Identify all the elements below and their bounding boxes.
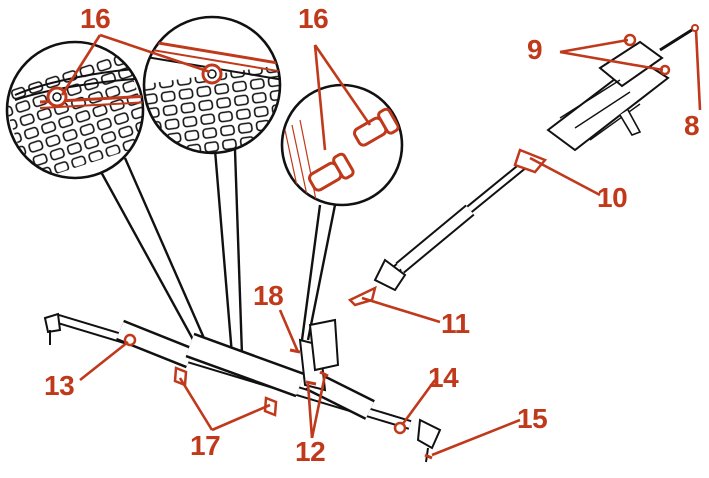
callout-16-left: 16 bbox=[80, 3, 111, 34]
callout-10: 10 bbox=[597, 182, 628, 213]
callout-15: 15 bbox=[517, 403, 548, 434]
zoom-circle-fittings bbox=[280, 83, 404, 207]
zoom-circle-boot-left bbox=[5, 40, 145, 180]
callout-11: 11 bbox=[441, 308, 470, 339]
zoom-leader-lines bbox=[98, 149, 337, 356]
zoom-circle-boot-right bbox=[142, 15, 282, 155]
callout-8: 8 bbox=[684, 110, 700, 141]
callout-12: 12 bbox=[295, 436, 326, 467]
callout-18: 18 bbox=[253, 280, 284, 311]
callout-13: 13 bbox=[44, 370, 75, 401]
callout-17: 17 bbox=[190, 430, 221, 461]
steering-rack bbox=[43, 312, 442, 463]
callout-14: 14 bbox=[428, 362, 459, 393]
callout-16-right: 16 bbox=[298, 3, 329, 34]
callout-leaders bbox=[60, 29, 702, 457]
callout-9: 9 bbox=[527, 34, 543, 65]
